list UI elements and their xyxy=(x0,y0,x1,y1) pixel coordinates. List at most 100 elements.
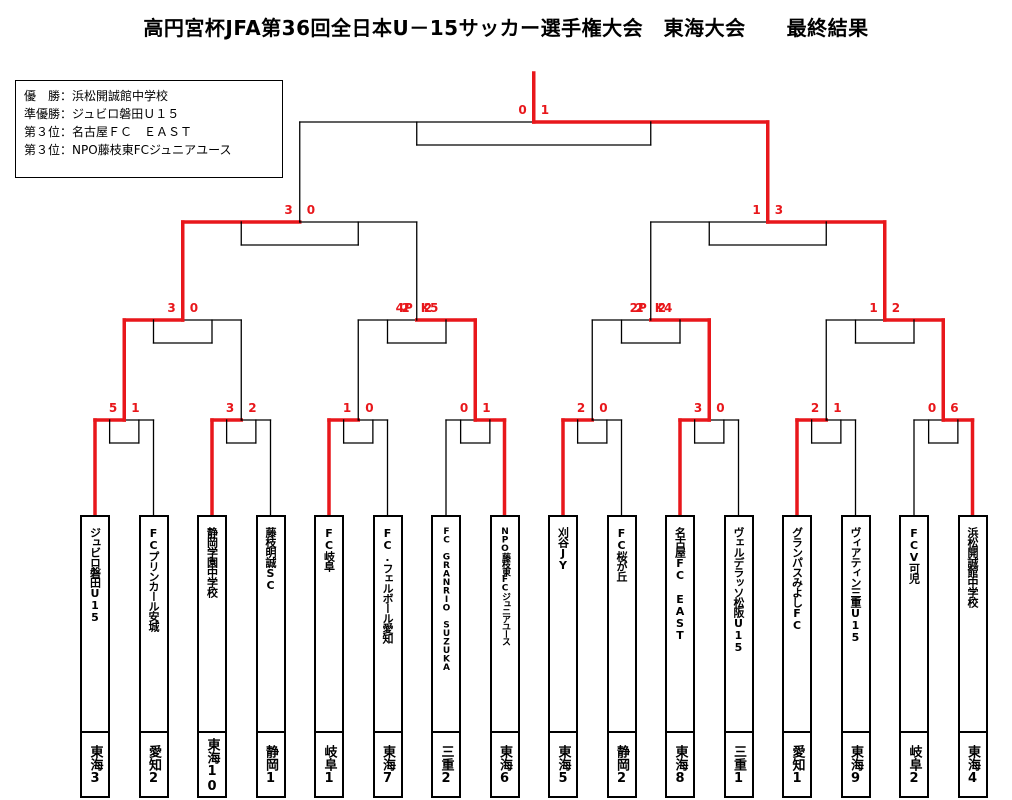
team-region-text: 東海5 xyxy=(555,745,571,786)
team-name: ジュビロ磐田U15 xyxy=(82,517,108,731)
score-right: 0 xyxy=(307,203,315,217)
score-right: 1 xyxy=(833,401,841,415)
score-left: 2 xyxy=(401,301,409,315)
team-region-text: 東海9 xyxy=(848,745,863,786)
team-name-text: ヴィアティン三重U15 xyxy=(849,527,862,643)
score-right: 1 xyxy=(482,401,490,415)
team-box: 藤枝明誠SC 静岡1 xyxy=(255,515,286,798)
team-name-text: ヴェルデラッソ松阪U15 xyxy=(732,527,745,653)
score-left: 3 xyxy=(226,401,234,415)
team-box: 名古屋FC EAST 東海8 xyxy=(665,515,695,798)
score-left: 1 xyxy=(343,401,351,415)
team-region-text: 東海4 xyxy=(965,745,980,786)
team-region-text: 岐阜2 xyxy=(906,745,922,786)
team-name: FCV可児 xyxy=(901,517,927,731)
team-name: FCプリンカール安城 xyxy=(141,517,167,731)
team-name: NPO藤枝東FCジュニアユース xyxy=(492,517,518,731)
team-box: グランパスみよしFC 愛知1 xyxy=(782,515,812,798)
team-name-text: 名古屋FC EAST xyxy=(673,527,687,641)
score-left: 3 xyxy=(167,301,175,315)
team-name-text: FC GRANRIO SUZUKA xyxy=(441,527,452,672)
score-right: 0 xyxy=(365,401,373,415)
score-right: 2 xyxy=(658,301,666,315)
score-right: 2 xyxy=(424,301,432,315)
score-left: 2 xyxy=(635,301,643,315)
team-box: FC GRANRIO SUZUKA 三重2 xyxy=(431,515,461,798)
score-right: 0 xyxy=(190,301,198,315)
team-name-text: 静岡学園中学校 xyxy=(205,527,219,597)
score-left: 0 xyxy=(460,401,468,415)
team-box: 静岡学園中学校東海10 xyxy=(197,515,227,798)
team-box: 刈谷JY 東海5 xyxy=(548,515,578,798)
team-name: FC.フェルボール愛知 xyxy=(375,517,401,731)
team-name: グランパスみよしFC xyxy=(784,517,810,731)
team-region-text: 東海7 xyxy=(380,745,395,786)
team-region: 静岡2 xyxy=(608,731,635,798)
team-region: 愛知1 xyxy=(784,731,810,798)
team-region: 東海7 xyxy=(374,731,401,798)
team-name-text: 刈谷JY xyxy=(556,527,570,571)
score-left: 1 xyxy=(752,203,760,217)
score-left: 1 xyxy=(869,301,877,315)
team-name: FC桜が丘 xyxy=(609,517,635,731)
team-name: FC岐阜 xyxy=(316,517,342,731)
team-region: 東海6 xyxy=(491,731,518,798)
team-region: 静岡1 xyxy=(257,731,284,798)
page-title: 高円宮杯JFA第36回全日本U－15サッカー選手権大会 東海大会 最終結果 xyxy=(143,16,869,40)
result-runner-up: 準優勝：ジュビロ磐田Ｕ１５ xyxy=(24,107,180,121)
score-right: 2 xyxy=(248,401,256,415)
results-summary: 優 勝：浜松開誠館中学校 準優勝：ジュビロ磐田Ｕ１５ 第３位：名古屋ＦＣ ＥＡＳ… xyxy=(15,80,283,178)
team-name: 静岡学園中学校 xyxy=(199,517,225,731)
team-name: 名古屋FC EAST xyxy=(667,517,693,731)
team-box: FCプリンカール安城愛知2 xyxy=(138,515,169,798)
team-region-text: 三重1 xyxy=(731,745,746,786)
team-region-text: 静岡2 xyxy=(614,745,629,786)
team-name-text: FCV可児 xyxy=(907,527,921,583)
team-region-text: 愛知2 xyxy=(146,745,161,786)
team-region: 三重1 xyxy=(725,731,752,798)
team-region: 東海5 xyxy=(550,731,576,798)
team-box: FC岐阜岐阜1 xyxy=(314,515,344,798)
pk-score-right: K4 xyxy=(655,301,673,315)
team-name-text: NPO藤枝東FCジュニアユース xyxy=(500,527,510,645)
team-box: 浜松開誠館中学校東海4 xyxy=(957,515,988,798)
team-name-text: FC桜が丘 xyxy=(615,527,628,581)
team-name-text: グランパスみよしFC xyxy=(790,527,804,631)
team-name-text: 藤枝明誠SC xyxy=(264,527,277,591)
team-region: 東海10 xyxy=(199,731,225,798)
score-right: 1 xyxy=(541,103,549,117)
team-name-text: FC.フェルボール愛知 xyxy=(381,527,394,643)
team-name: 刈谷JY xyxy=(550,517,576,731)
team-box: ヴィアティン三重U15 東海9 xyxy=(840,515,871,798)
team-name-text: FCプリンカール安城 xyxy=(147,527,160,631)
team-region-text: 東海8 xyxy=(672,745,688,786)
pk-score-left: 4P xyxy=(396,301,413,315)
team-name: 浜松開誠館中学校 xyxy=(960,517,986,731)
team-region: 愛知2 xyxy=(140,731,167,798)
team-region: 岐阜1 xyxy=(316,731,342,798)
team-region: 岐阜2 xyxy=(901,731,927,798)
result-third-place: 第３位：名古屋ＦＣ ＥＡＳＴ xyxy=(24,125,193,139)
team-region-text: 東海10 xyxy=(204,737,220,794)
score-right: 1 xyxy=(131,401,139,415)
team-region: 東海9 xyxy=(842,731,869,798)
score-left: 2 xyxy=(811,401,819,415)
team-box: NPO藤枝東FCジュニアユース東海6 xyxy=(489,515,520,798)
team-region-text: 三重2 xyxy=(438,745,454,786)
score-left: 2 xyxy=(577,401,585,415)
team-name-text: 浜松開誠館中学校 xyxy=(966,527,979,607)
score-right: 3 xyxy=(775,203,783,217)
team-region-text: 静岡1 xyxy=(263,745,278,786)
team-name-text: ジュビロ磐田U15 xyxy=(88,527,102,623)
score-right: 2 xyxy=(892,301,900,315)
team-box: FCV可児岐阜2 xyxy=(899,515,929,798)
score-left: 5 xyxy=(109,401,117,415)
result-champion: 優 勝：浜松開誠館中学校 xyxy=(24,89,169,103)
score-right: 6 xyxy=(950,401,958,415)
team-box: FC桜が丘静岡2 xyxy=(606,515,637,798)
score-left: 0 xyxy=(928,401,936,415)
team-name: FC GRANRIO SUZUKA xyxy=(433,517,459,731)
team-region-text: 東海6 xyxy=(497,745,512,786)
team-region: 東海8 xyxy=(667,731,693,798)
